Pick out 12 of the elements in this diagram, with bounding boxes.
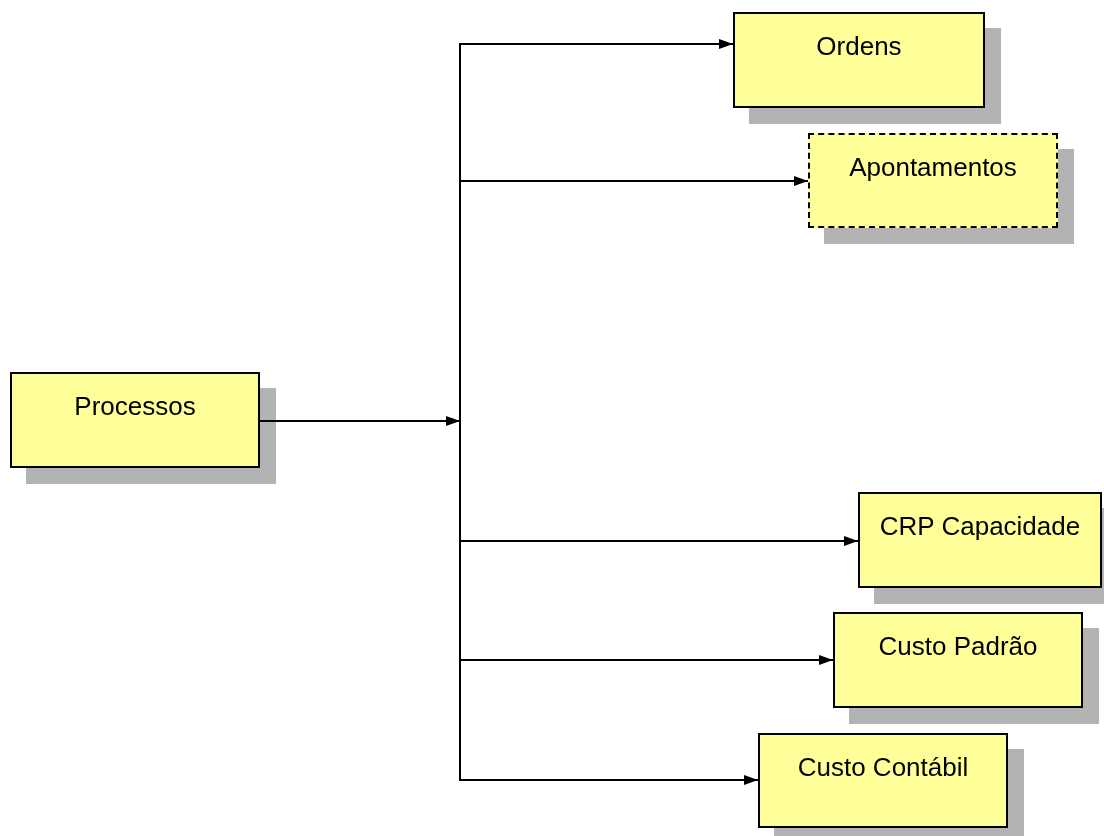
process-box [833, 612, 1083, 708]
box-label: Custo Padrão [877, 630, 1039, 663]
process-box [758, 733, 1008, 828]
process-box [808, 133, 1058, 228]
box-label: Apontamentos [848, 151, 1018, 184]
process-box [733, 12, 985, 108]
process-box [10, 372, 260, 468]
box-label: CRP Capacidade [878, 510, 1082, 543]
process-box [858, 492, 1102, 588]
box-label: Ordens [815, 30, 903, 63]
box-label: Processos [73, 390, 197, 423]
box-label: Custo Contábil [796, 751, 970, 784]
